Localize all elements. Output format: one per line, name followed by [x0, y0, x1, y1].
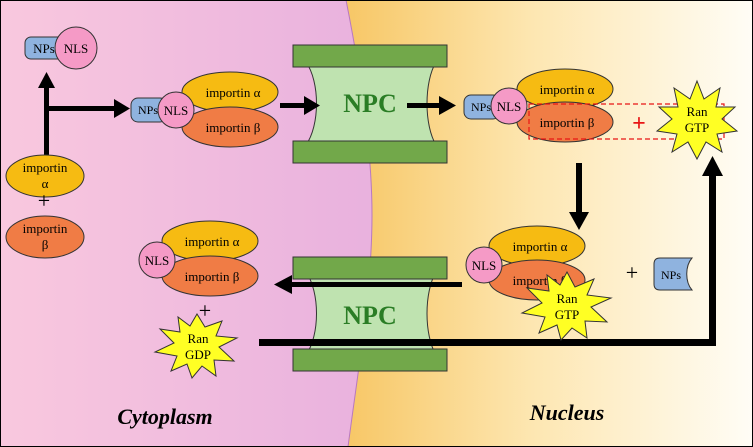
- nls-label: NLS: [164, 103, 189, 118]
- nls-shape: [54, 26, 98, 70]
- nucleus-region: [346, 0, 753, 447]
- nls-label: NLS: [64, 41, 89, 56]
- arrow-export-head: [274, 275, 292, 294]
- plus-sign-left: +: [38, 188, 50, 213]
- importin-beta-label: importin β: [540, 115, 595, 130]
- arrow-split-head-up: [38, 72, 55, 88]
- nps-released-label: NPs: [661, 268, 681, 282]
- ran-label: Ran: [557, 291, 578, 306]
- importin-beta-shape: [5, 215, 85, 259]
- nls-shape: [138, 241, 176, 279]
- nls-shape: [157, 91, 195, 129]
- npc-top-cap-lower: [292, 140, 448, 164]
- gdp-label: GDP: [185, 347, 211, 362]
- importin-beta-label: importin β: [206, 120, 261, 135]
- cytoplasm-label: Cytoplasm: [117, 404, 212, 429]
- arrow-recycle-bottom: [259, 339, 716, 346]
- nps-label: NPs: [33, 41, 55, 56]
- nls-shape: [465, 246, 503, 284]
- nucleus-import-complex: importin α importin β NPs NLS +: [463, 68, 725, 143]
- gtp-label: GTP: [685, 120, 710, 135]
- npc-top: NPC: [292, 44, 448, 164]
- nps-label: NPs: [138, 103, 158, 117]
- ran-gdp-star: [153, 313, 239, 379]
- plus-sign-cytoplasm: +: [199, 298, 211, 323]
- arrow-split-shaft: [44, 84, 49, 164]
- ran-label: Ran: [687, 104, 708, 119]
- npc-top-cap-upper: [292, 44, 448, 68]
- arrow-from-npc-head: [439, 96, 456, 115]
- importin-alpha-label: importin α: [513, 239, 568, 254]
- importin-beta-label: importin β: [185, 269, 240, 284]
- plus-sign-red: +: [632, 111, 646, 137]
- arrow-to-npc-head: [304, 96, 320, 115]
- importin-alpha-symbol: α: [42, 176, 49, 191]
- npc-bottom-cap-lower: [292, 348, 448, 372]
- importin-beta-word: importin: [23, 221, 68, 236]
- ran-gtp-star: [520, 270, 613, 342]
- arrow-recycle-vertical: [709, 172, 716, 346]
- nls-label: NLS: [472, 258, 497, 273]
- importin-beta-symbol: β: [42, 237, 49, 252]
- cargo-free: NPs NLS: [24, 26, 98, 70]
- free-importins: importin α + importin β: [5, 154, 85, 259]
- ran-gtp-bound: Ran GTP: [520, 270, 613, 342]
- npc-top-label: NPC: [343, 89, 396, 118]
- arrow-to-npc-shaft: [280, 103, 306, 108]
- nls-label: NLS: [145, 253, 170, 268]
- nucleus-export-complex: importin α importin β NLS Ran GTP + NPs: [465, 225, 694, 342]
- nps-label: NPs: [471, 100, 491, 114]
- ran-gtp-free: Ran GTP: [655, 79, 739, 161]
- arrow-down-shaft: [576, 163, 582, 215]
- cytoplasm-recycled-complex: importin α importin β NLS + Ran GDP: [138, 220, 259, 379]
- npc-bottom: NPC: [292, 256, 448, 372]
- importin-alpha-label: importin α: [185, 234, 240, 249]
- nls-shape: [490, 87, 528, 125]
- importin-alpha-label: importin α: [206, 85, 261, 100]
- ran-label: Ran: [188, 331, 209, 346]
- cytoplasm-import-complex: importin α importin β NPs NLS: [130, 71, 279, 148]
- arrow-to-complex-shaft: [47, 106, 117, 111]
- importin-alpha-word: importin: [23, 160, 68, 175]
- ran-gdp: Ran GDP: [153, 313, 239, 379]
- importin-alpha-label: importin α: [540, 82, 595, 97]
- nucleus-label: Nucleus: [529, 400, 605, 425]
- gtp-label: GTP: [555, 307, 580, 322]
- nls-label: NLS: [497, 99, 522, 114]
- ran-gtp-star: [655, 79, 739, 161]
- arrow-to-complex-head: [114, 99, 130, 118]
- arrow-down-head: [569, 212, 589, 230]
- npc-bottom-label: NPC: [343, 301, 396, 330]
- arrow-export-shaft: [290, 282, 462, 287]
- arrow-recycle-head: [702, 156, 723, 176]
- plus-sign-nucleus: +: [626, 260, 638, 285]
- nps-released-shape: [653, 257, 694, 291]
- importin-alpha-shape: [5, 154, 85, 198]
- arrow-from-npc-shaft: [407, 103, 441, 108]
- npc-bottom-cap-upper: [292, 256, 448, 280]
- arrows: [38, 72, 723, 346]
